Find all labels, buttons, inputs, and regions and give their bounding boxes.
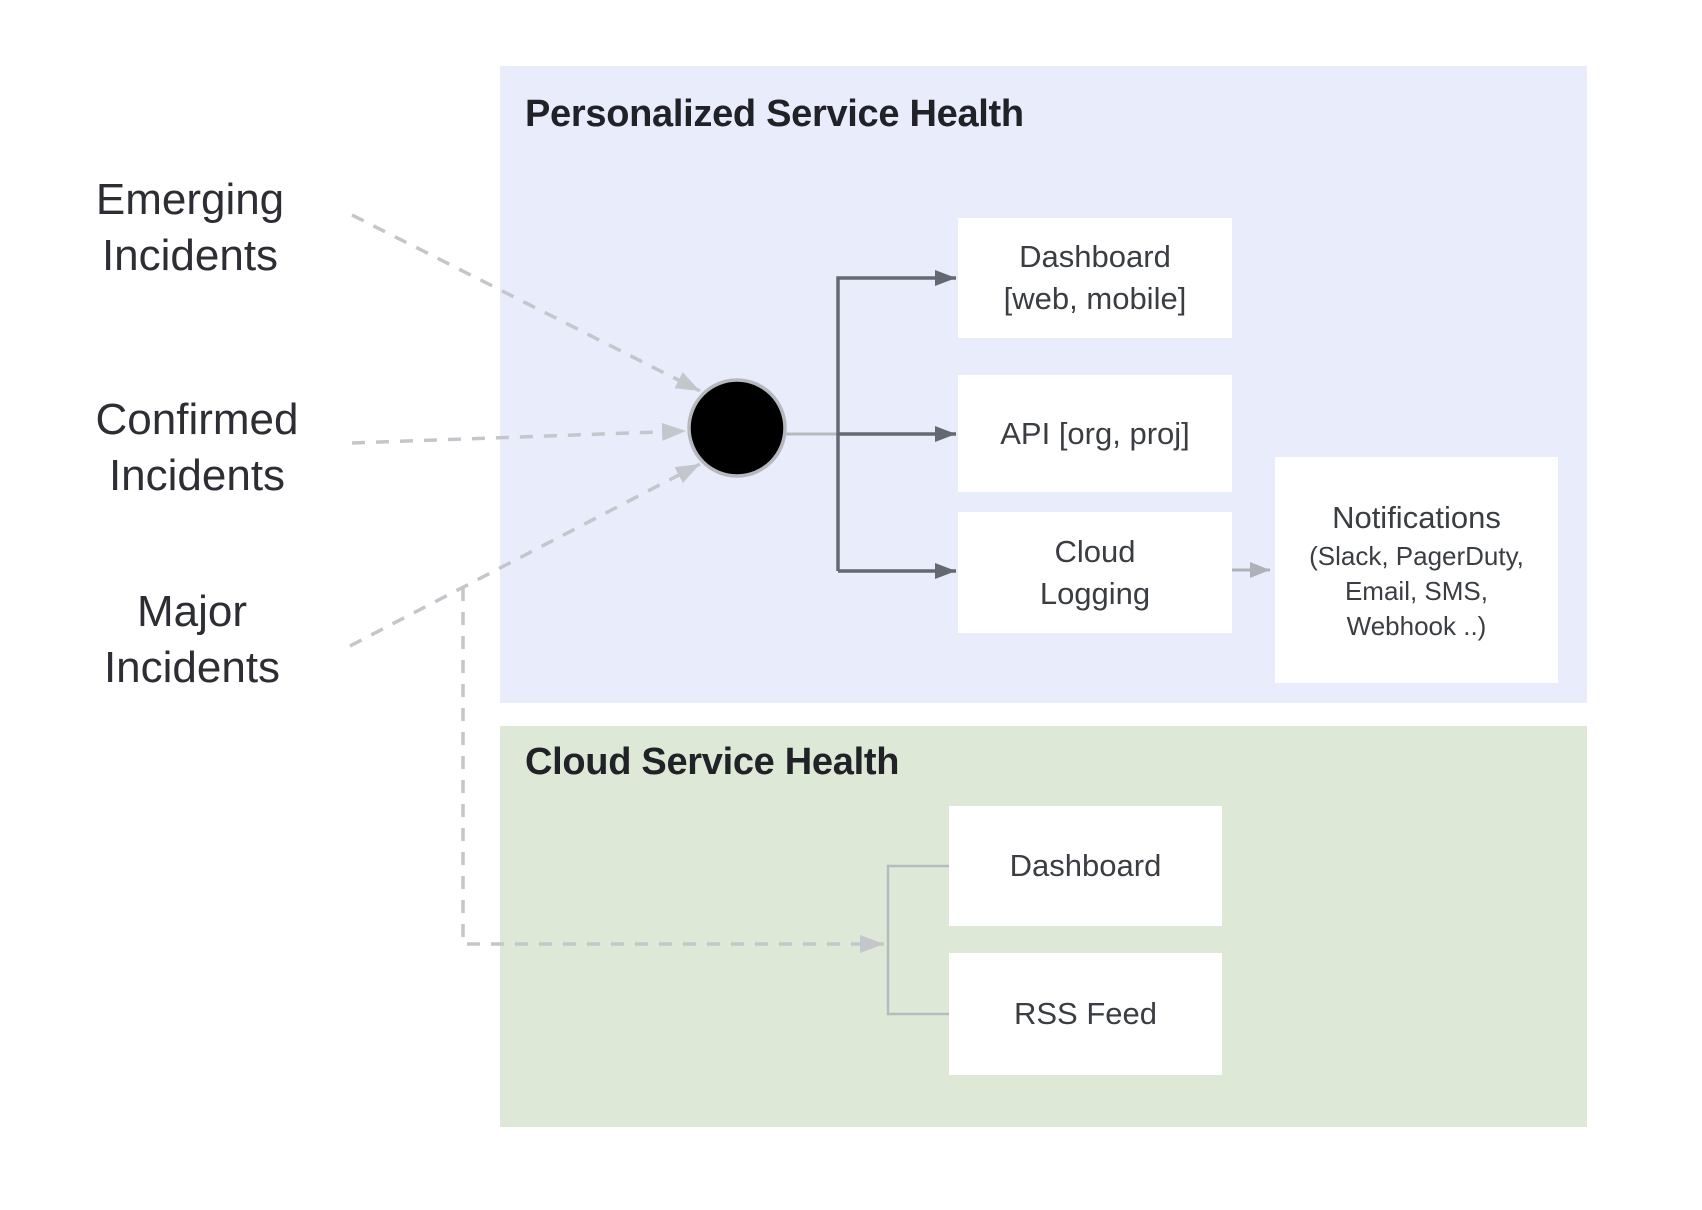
- node-cloud-dashboard: Dashboard: [949, 806, 1222, 926]
- notifications-title: Notifications: [1332, 499, 1501, 535]
- arrow-emerging-to-aggregator: [351, 213, 701, 393]
- label-confirmed-incidents: Confirmed Incidents: [95, 395, 299, 500]
- arrow-to-dashboard-web-mobile: [836, 270, 956, 571]
- arrow-incidents-to-cloud-service-health: [461, 588, 884, 953]
- node-api-org-proj: API [org, proj]: [958, 375, 1232, 492]
- node-cloud-logging: Cloud Logging: [958, 512, 1232, 633]
- arrow-major-to-aggregator: [349, 462, 701, 648]
- node-notifications: Notifications (Slack, PagerDuty, Email, …: [1275, 457, 1558, 683]
- notifications-channels: (Slack, PagerDuty, Email, SMS, Webhook .…: [1309, 540, 1524, 641]
- bracket-cloud-service-outputs: [886, 864, 955, 1016]
- cloud-service-health-title: Cloud Service Health: [525, 741, 900, 783]
- label-major-incidents: Major Incidents: [103, 587, 281, 692]
- node-dashboard-web-mobile: Dashboard [web, mobile]: [958, 218, 1232, 338]
- node-rss-feed: RSS Feed: [949, 953, 1222, 1075]
- label-emerging-incidents: Emerging Incidents: [95, 175, 285, 280]
- personalized-service-health-title: Personalized Service Health: [525, 93, 1024, 135]
- arrow-confirmed-to-aggregator: [351, 422, 687, 445]
- aggregator-circle: [687, 378, 787, 478]
